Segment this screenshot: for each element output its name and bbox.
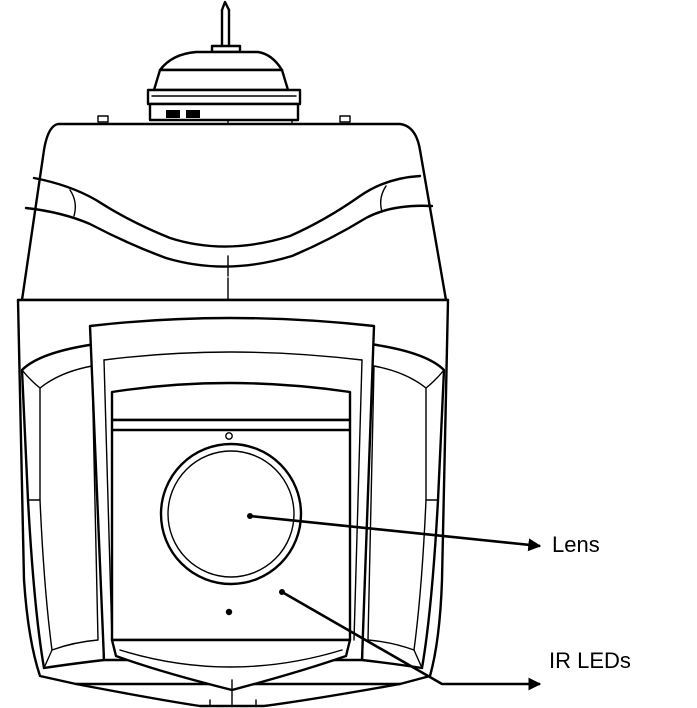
lens-leader-arrow — [249, 514, 542, 552]
ir-leds-label: IR LEDs — [549, 648, 631, 673]
lens-leader-dot — [247, 513, 253, 519]
upper-housing — [16, 122, 450, 311]
antenna — [220, 8, 231, 48]
top-mount — [97, 0, 351, 136]
ir-leds-leader-arrow — [281, 590, 542, 691]
lower-body — [16, 298, 450, 708]
callout-lens: Lens — [247, 513, 600, 557]
callout-ir-leds: IR LEDs — [279, 589, 631, 691]
ir-leds-leader-dot — [279, 589, 285, 595]
lens-label: Lens — [552, 532, 600, 557]
lens-ring — [159, 442, 303, 586]
